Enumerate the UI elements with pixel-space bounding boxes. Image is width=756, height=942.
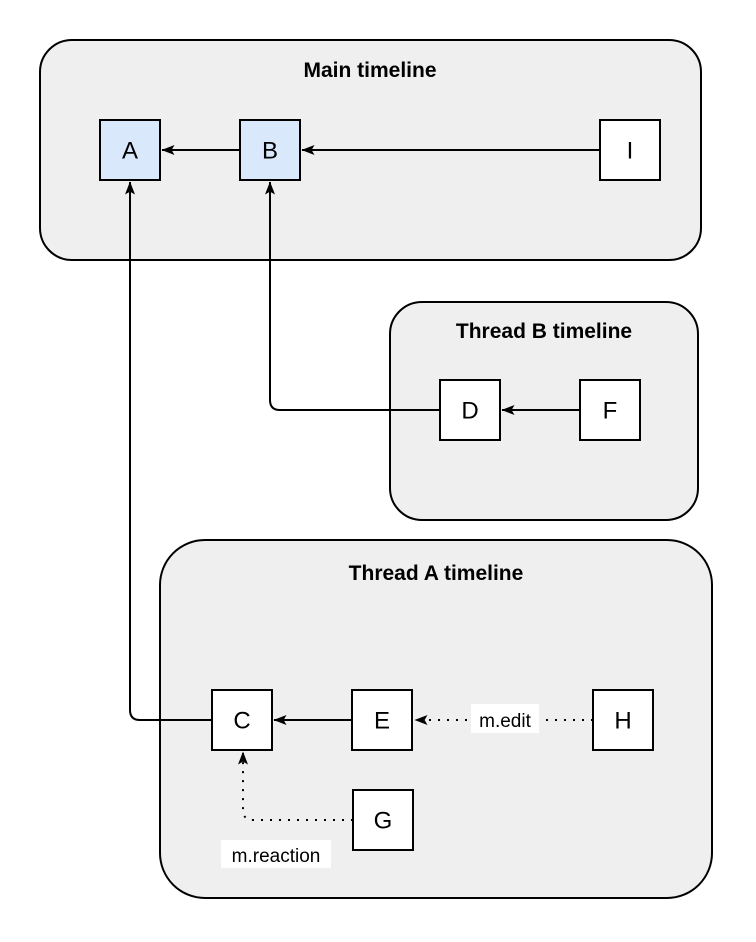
node-f: F: [579, 379, 641, 441]
edge-label-mreaction: m.reaction: [232, 846, 321, 867]
node-a: A: [99, 119, 161, 181]
node-e: E: [351, 689, 413, 751]
node-g-label: G: [374, 808, 393, 835]
edge-label-mreaction-bg: [221, 840, 331, 868]
edge-label-medit-bg: [471, 704, 539, 733]
node-h: H: [592, 689, 654, 751]
node-c: C: [211, 689, 273, 751]
node-d: D: [439, 379, 501, 441]
node-i-label: I: [627, 138, 634, 165]
edge-d-to-b: [265, 181, 440, 411]
main-timeline-title: Main timeline: [303, 59, 436, 82]
node-f-label: F: [603, 398, 618, 425]
thread-b-timeline-title: Thread B timeline: [456, 320, 632, 343]
node-e-label: E: [374, 708, 390, 735]
edge-c-to-a: [125, 181, 212, 721]
node-b-label: B: [262, 138, 278, 165]
node-c-label: C: [233, 708, 250, 735]
node-d-label: D: [461, 398, 478, 425]
node-h-label: H: [614, 708, 631, 735]
node-g: G: [352, 789, 414, 851]
edge-label-medit: m.edit: [479, 711, 531, 732]
node-i: I: [599, 119, 661, 181]
thread-a-timeline-title: Thread A timeline: [349, 562, 524, 585]
edge-g-to-c: [238, 751, 353, 821]
node-a-label: A: [122, 138, 138, 165]
node-b: B: [239, 119, 301, 181]
